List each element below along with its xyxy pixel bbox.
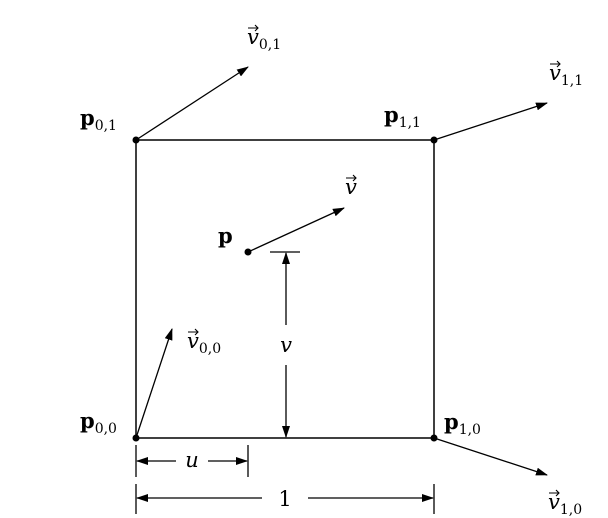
vector-accent-arrow <box>549 489 560 497</box>
vector-accent-arrow <box>346 174 357 182</box>
label-p-1-0-sub: 1,0 <box>459 422 481 438</box>
vector-arrow-1-1 <box>433 102 548 141</box>
label-v-0-0-sub: 0,0 <box>199 341 221 357</box>
label-p-0-1-sub: 0,1 <box>95 118 117 134</box>
label-p-0-1: p0,1 <box>80 105 117 134</box>
label-v-1-0: v1,0 <box>548 489 582 518</box>
vector-arrow-0-0 <box>135 328 173 439</box>
unit-square <box>135 139 435 439</box>
vector-arrow-p <box>247 207 345 253</box>
dimension-label-unit: 1 <box>278 487 291 511</box>
vector-arrow-0-1 <box>135 66 249 141</box>
vector-accent-arrow <box>248 24 259 32</box>
label-p-0-0-symbol: p <box>80 408 95 433</box>
vector-accent-arrow <box>550 60 561 68</box>
vector-accent-arrow <box>188 328 199 336</box>
svg-text:v1,1: v1,1 <box>549 61 583 89</box>
label-p-0-0-sub: 0,0 <box>95 421 117 437</box>
label-v-1-1: v1,1 <box>549 60 583 89</box>
label-v-symbol: v <box>345 175 357 199</box>
label-p-1-1-sub: 1,1 <box>399 115 421 131</box>
vector-arrow-1-0 <box>433 437 548 476</box>
label-v-0-1-symbol: v <box>247 25 259 49</box>
label-v-0-1-sub: 0,1 <box>259 37 281 53</box>
label-v-1-0-sub: 1,0 <box>560 502 582 518</box>
dimension-label-u: u <box>185 448 199 472</box>
svg-text:v0,0: v0,0 <box>187 329 221 357</box>
label-p-1-0: p1,0 <box>444 409 481 438</box>
label-p-0-0: p0,0 <box>80 408 117 437</box>
svg-text:v0,1: v0,1 <box>247 25 281 53</box>
label-p-1-1: p1,1 <box>384 102 421 131</box>
label-v-0-0: v0,0 <box>187 328 221 357</box>
label-p-1-1-symbol: p <box>384 102 399 127</box>
label-v-1-0-symbol: v <box>548 490 560 514</box>
svg-text:v1,0: v1,0 <box>548 490 582 518</box>
label-v-0-1: v0,1 <box>247 24 281 53</box>
label-v-1-1-symbol: v <box>549 61 561 85</box>
label-p-0-1-symbol: p <box>80 105 95 130</box>
dimension-label-v: v <box>280 333 292 357</box>
label-v-1-1-sub: 1,1 <box>561 73 583 89</box>
label-v: v <box>345 174 357 199</box>
label-p-1-0-symbol: p <box>444 409 459 434</box>
label-v-0-0-symbol: v <box>187 329 199 353</box>
label-p: p <box>218 223 233 248</box>
